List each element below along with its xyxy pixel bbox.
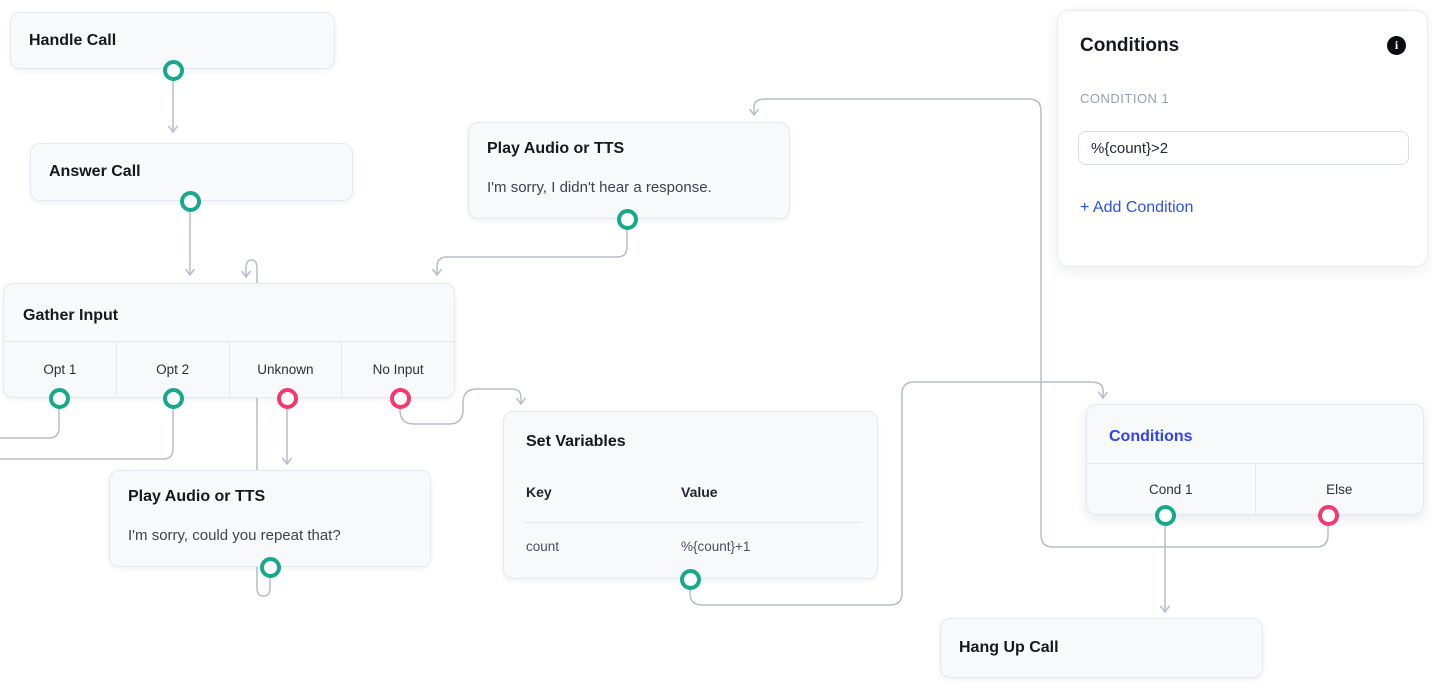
variable-key: count <box>526 539 560 554</box>
variable-value: %{count}+1 <box>681 539 751 554</box>
conditions-panel: Conditions i CONDITION 1 + Add Condition <box>1057 10 1428 267</box>
variables-table-header: Key Value <box>526 484 859 500</box>
add-condition-link[interactable]: + Add Condition <box>1080 199 1194 216</box>
option-no-input[interactable]: No Input <box>341 342 454 397</box>
info-icon[interactable]: i <box>1387 36 1406 55</box>
gather-options-row: Opt 1 Opt 2 Unknown No Input <box>4 341 454 397</box>
condition-section-label: CONDITION 1 <box>1080 91 1170 106</box>
node-title: Conditions <box>1109 428 1193 445</box>
edge-playtop-to-gather <box>431 219 628 277</box>
branch-label: Cond 1 <box>1148 481 1193 497</box>
variable-row: count %{count}+1 <box>526 539 859 554</box>
table-divider <box>524 522 862 523</box>
node-set-variables[interactable]: Set Variables Key Value count %{count}+1 <box>503 411 878 579</box>
port-answer-call[interactable] <box>179 190 201 212</box>
node-title: Set Variables <box>526 433 626 450</box>
node-message: I'm sorry, I didn't hear a response. <box>487 179 712 196</box>
column-value: Value <box>681 484 718 500</box>
node-title: Play Audio or TTS <box>128 488 266 505</box>
port-play-audio-top[interactable] <box>616 208 638 230</box>
node-gather-input[interactable]: Gather Input Opt 1 Opt 2 Unknown No Inpu… <box>3 283 455 398</box>
branch-else[interactable]: Else <box>1254 464 1424 514</box>
port-opt-2[interactable] <box>162 387 184 409</box>
port-cond-1[interactable] <box>1154 504 1176 526</box>
node-title: Answer Call <box>49 163 141 181</box>
port-opt-1[interactable] <box>48 387 70 409</box>
node-title: Hang Up Call <box>959 639 1059 657</box>
port-no-input[interactable] <box>389 387 411 409</box>
option-label: Opt 2 <box>156 362 190 377</box>
option-label: Unknown <box>257 362 314 377</box>
node-message: I'm sorry, could you repeat that? <box>128 527 341 544</box>
node-title: Gather Input <box>23 307 119 324</box>
node-hang-up-call[interactable]: Hang Up Call <box>940 618 1263 678</box>
node-play-audio-top[interactable]: Play Audio or TTS I'm sorry, I didn't he… <box>468 122 790 219</box>
port-play-audio-bottom[interactable] <box>259 556 281 578</box>
panel-title: Conditions <box>1080 35 1180 56</box>
option-opt-1[interactable]: Opt 1 <box>4 342 116 397</box>
option-label: No Input <box>372 362 424 377</box>
option-label: Opt 1 <box>43 362 77 377</box>
condition-input[interactable] <box>1078 131 1409 165</box>
node-title: Handle Call <box>29 31 117 49</box>
port-set-variables[interactable] <box>679 568 701 590</box>
option-opt-2[interactable]: Opt 2 <box>115 342 229 397</box>
branch-label: Else <box>1326 481 1353 497</box>
node-title: Play Audio or TTS <box>487 140 625 157</box>
option-unknown[interactable]: Unknown <box>228 342 342 397</box>
node-play-audio-bottom[interactable]: Play Audio or TTS I'm sorry, could you r… <box>109 470 431 567</box>
port-handle-call[interactable] <box>162 59 184 81</box>
conditions-branch-row: Cond 1 Else <box>1087 463 1423 514</box>
node-conditions[interactable]: Conditions Cond 1 Else <box>1086 404 1424 515</box>
column-key: Key <box>526 484 552 500</box>
port-else[interactable] <box>1317 504 1339 526</box>
branch-cond-1[interactable]: Cond 1 <box>1087 464 1255 514</box>
port-unknown[interactable] <box>276 387 298 409</box>
edge-opt2-exit-left <box>0 398 174 460</box>
